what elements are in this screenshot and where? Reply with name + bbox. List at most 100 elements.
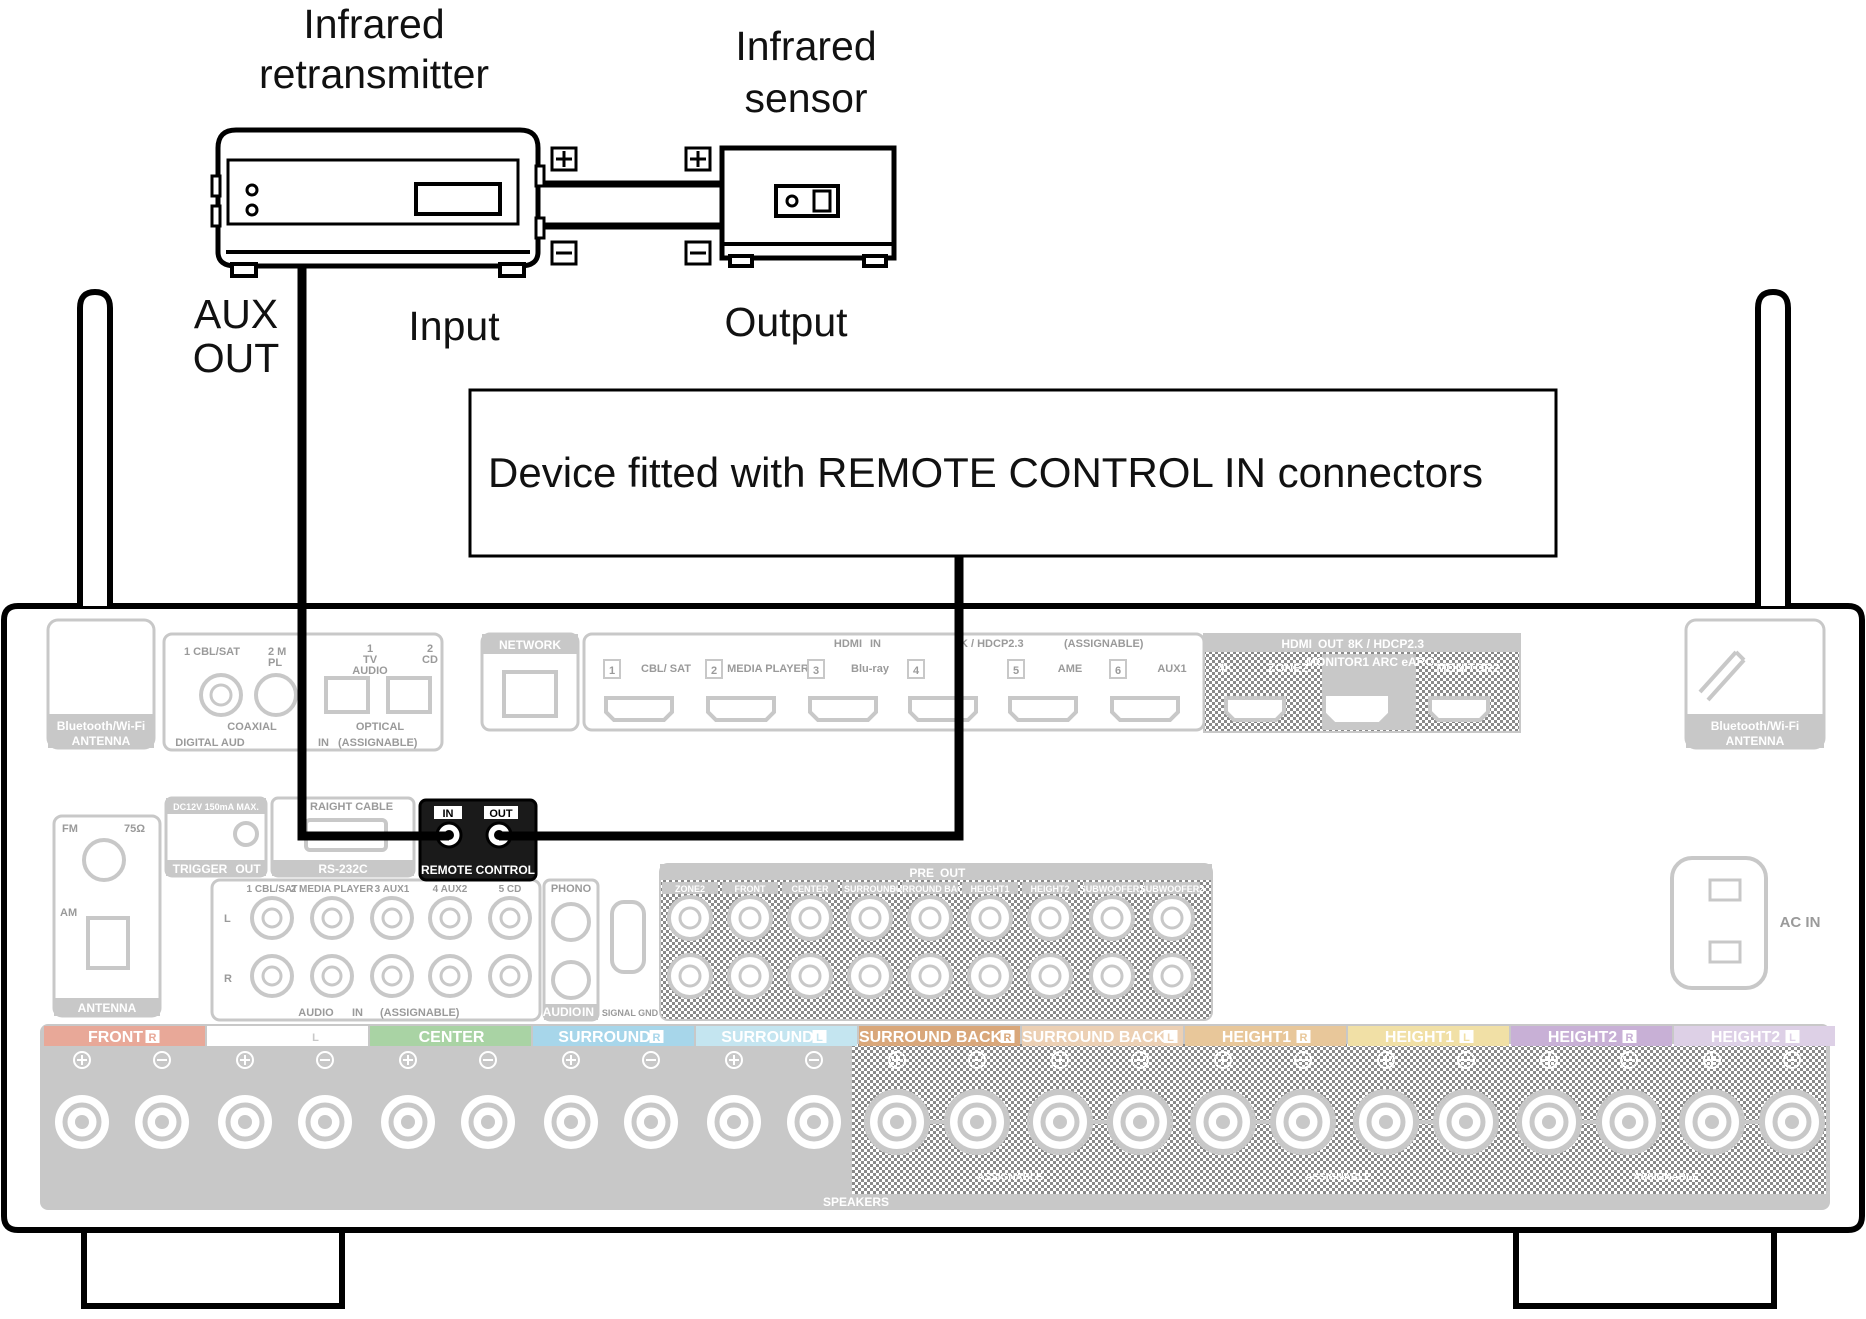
audio-in-jack[interactable]	[310, 896, 354, 940]
ac-inlet[interactable]	[1670, 856, 1768, 990]
hdmi-in-port-label: AUX1	[1157, 663, 1186, 675]
audio-in-jack[interactable]	[250, 896, 294, 940]
pre-out-jack[interactable]	[967, 953, 1013, 999]
hdmi-in-number-box	[807, 659, 825, 679]
signal-gnd-terminal[interactable]	[610, 900, 646, 974]
pre-out-jack[interactable]	[787, 895, 833, 941]
hdmi-in-port[interactable]	[1008, 696, 1078, 722]
hdmi-in-badge: IN	[870, 638, 881, 650]
pre-out-channel-label: FRONT	[735, 884, 766, 894]
pre-out-jack[interactable]	[1089, 953, 1135, 999]
hdmi-in-number: 3	[813, 665, 819, 677]
speaker-side-box	[1000, 1030, 1015, 1043]
trigger-jack[interactable]	[233, 821, 259, 847]
audio-in-jack[interactable]	[428, 896, 472, 940]
pre-out-jack[interactable]	[907, 895, 953, 941]
hdmi-out-badge: OUT	[1318, 637, 1344, 651]
pre-out-jack[interactable]	[667, 953, 713, 999]
hdmi-out-panel: HDMI OUT 8K / HDCP2.3 4K ZONE2 MONITOR1 …	[1203, 633, 1521, 733]
speaker-channel-label: HEIGHT2	[1548, 1029, 1617, 1046]
pre-out-jack[interactable]	[1089, 895, 1135, 941]
speaker-channel-label: CENTER	[419, 1029, 485, 1046]
fm-jack[interactable]	[82, 838, 126, 882]
am-terminal[interactable]	[86, 916, 130, 970]
phono-jack-r[interactable]	[551, 960, 591, 1000]
pre-out-jack[interactable]	[727, 953, 773, 999]
hdmi-in-port[interactable]	[706, 696, 776, 722]
speaker-side-label: R	[149, 1032, 157, 1044]
retransmitter-led-1	[245, 183, 259, 197]
speaker-channel-label: SURROUND	[721, 1029, 813, 1046]
receiver-foot-right	[1513, 1227, 1777, 1309]
hdmi-in-assignable: (ASSIGNABLE)	[1064, 638, 1144, 650]
pre-out-badge: OUT	[940, 866, 966, 880]
speaker-side-label: L	[816, 1032, 823, 1044]
pre-out-jack[interactable]	[847, 953, 893, 999]
retransmitter-label-1: Infrared	[303, 1, 444, 47]
pre-out-jack[interactable]	[967, 895, 1013, 941]
hdmi-in-number: 2	[711, 665, 717, 677]
retransmitter-display	[414, 182, 502, 216]
aux-out-label-2: OUT	[193, 335, 280, 381]
speaker-channel-label: HEIGHT1	[1222, 1029, 1291, 1046]
hdmi-out-port-2[interactable]	[1326, 696, 1388, 722]
hdmi-in-port-label: Blu-ray	[851, 663, 890, 675]
pre-out-channel-label: HEIGHT1	[970, 884, 1009, 894]
hdmi-in-port[interactable]	[1110, 696, 1180, 722]
audio-in-jack[interactable]	[370, 954, 414, 998]
optical-port-1[interactable]	[324, 676, 370, 714]
retransmitter-minus-icon	[550, 240, 578, 266]
pre-out-jack[interactable]	[1149, 895, 1195, 941]
pre-out-jack[interactable]	[1027, 953, 1073, 999]
am-label: AM	[60, 907, 77, 919]
coaxial-jack-1[interactable]	[199, 673, 243, 717]
pre-out-jack[interactable]	[667, 895, 713, 941]
hdmi-in-port[interactable]	[604, 696, 674, 722]
pre-out-jack[interactable]	[1027, 895, 1073, 941]
infrared-sensor	[684, 145, 897, 268]
speaker-side-box	[1296, 1030, 1311, 1043]
pre-out-jack[interactable]	[907, 953, 953, 999]
audio-in-jack[interactable]	[488, 896, 532, 940]
retransmitter-led-2	[245, 203, 259, 217]
speaker-side-label: L	[312, 1032, 319, 1044]
remote-out-badge: OUT	[489, 808, 513, 820]
audio-in-jack[interactable]	[488, 954, 532, 998]
hdmi-out-port-3[interactable]	[1428, 696, 1490, 722]
phono-jack-l[interactable]	[551, 902, 591, 942]
network-port[interactable]	[502, 670, 558, 718]
audio-in-jack[interactable]	[428, 954, 472, 998]
hdmi-in-port[interactable]	[808, 696, 878, 722]
speaker-channel-label: FRONT	[251, 1029, 306, 1046]
aux-out-label-1: AUX	[194, 291, 278, 337]
audio-in-jack[interactable]	[310, 954, 354, 998]
remote-control-device: Device fitted with REMOTE CONTROL IN con…	[468, 388, 1558, 558]
coaxial-jack-2[interactable]	[254, 673, 298, 717]
digital-assignable: (ASSIGNABLE)	[338, 737, 418, 749]
audio-in-input-label: 1 CBL/SAT	[247, 884, 298, 895]
pre-out-jack[interactable]	[1149, 953, 1195, 999]
fm-am-antenna-panel: FM 75Ω AM ANTENNA	[52, 814, 162, 1018]
audio-in-assignable: (ASSIGNABLE)	[380, 1007, 460, 1019]
speaker-channel-label: SURROUND	[558, 1029, 650, 1046]
hdmi-out-port-1[interactable]	[1224, 696, 1286, 722]
device-box	[468, 388, 1558, 558]
hdmi-in-number-box	[705, 659, 723, 679]
speaker-side-box	[649, 1030, 664, 1043]
trigger-panel: DC12V 150mA MAX. TRIGGER OUT	[164, 796, 268, 878]
remote-control-panel: IN OUT REMOTE CONTROL	[418, 798, 538, 882]
pre-out-jack[interactable]	[787, 953, 833, 999]
audio-in-badge: IN	[352, 1007, 363, 1019]
rs232c-label: RS-232C	[318, 862, 368, 876]
audio-in-jack[interactable]	[370, 896, 414, 940]
hdmi-in-port[interactable]	[908, 696, 978, 722]
optical-port-2[interactable]	[386, 676, 432, 714]
speaker-side-label: R	[1300, 1032, 1308, 1044]
pre-out-jack[interactable]	[847, 895, 893, 941]
pre-out-jack[interactable]	[727, 895, 773, 941]
audio-in-jack[interactable]	[250, 954, 294, 998]
device-remote-cable	[499, 556, 964, 841]
retransmitter-label-2: retransmitter	[259, 51, 489, 97]
